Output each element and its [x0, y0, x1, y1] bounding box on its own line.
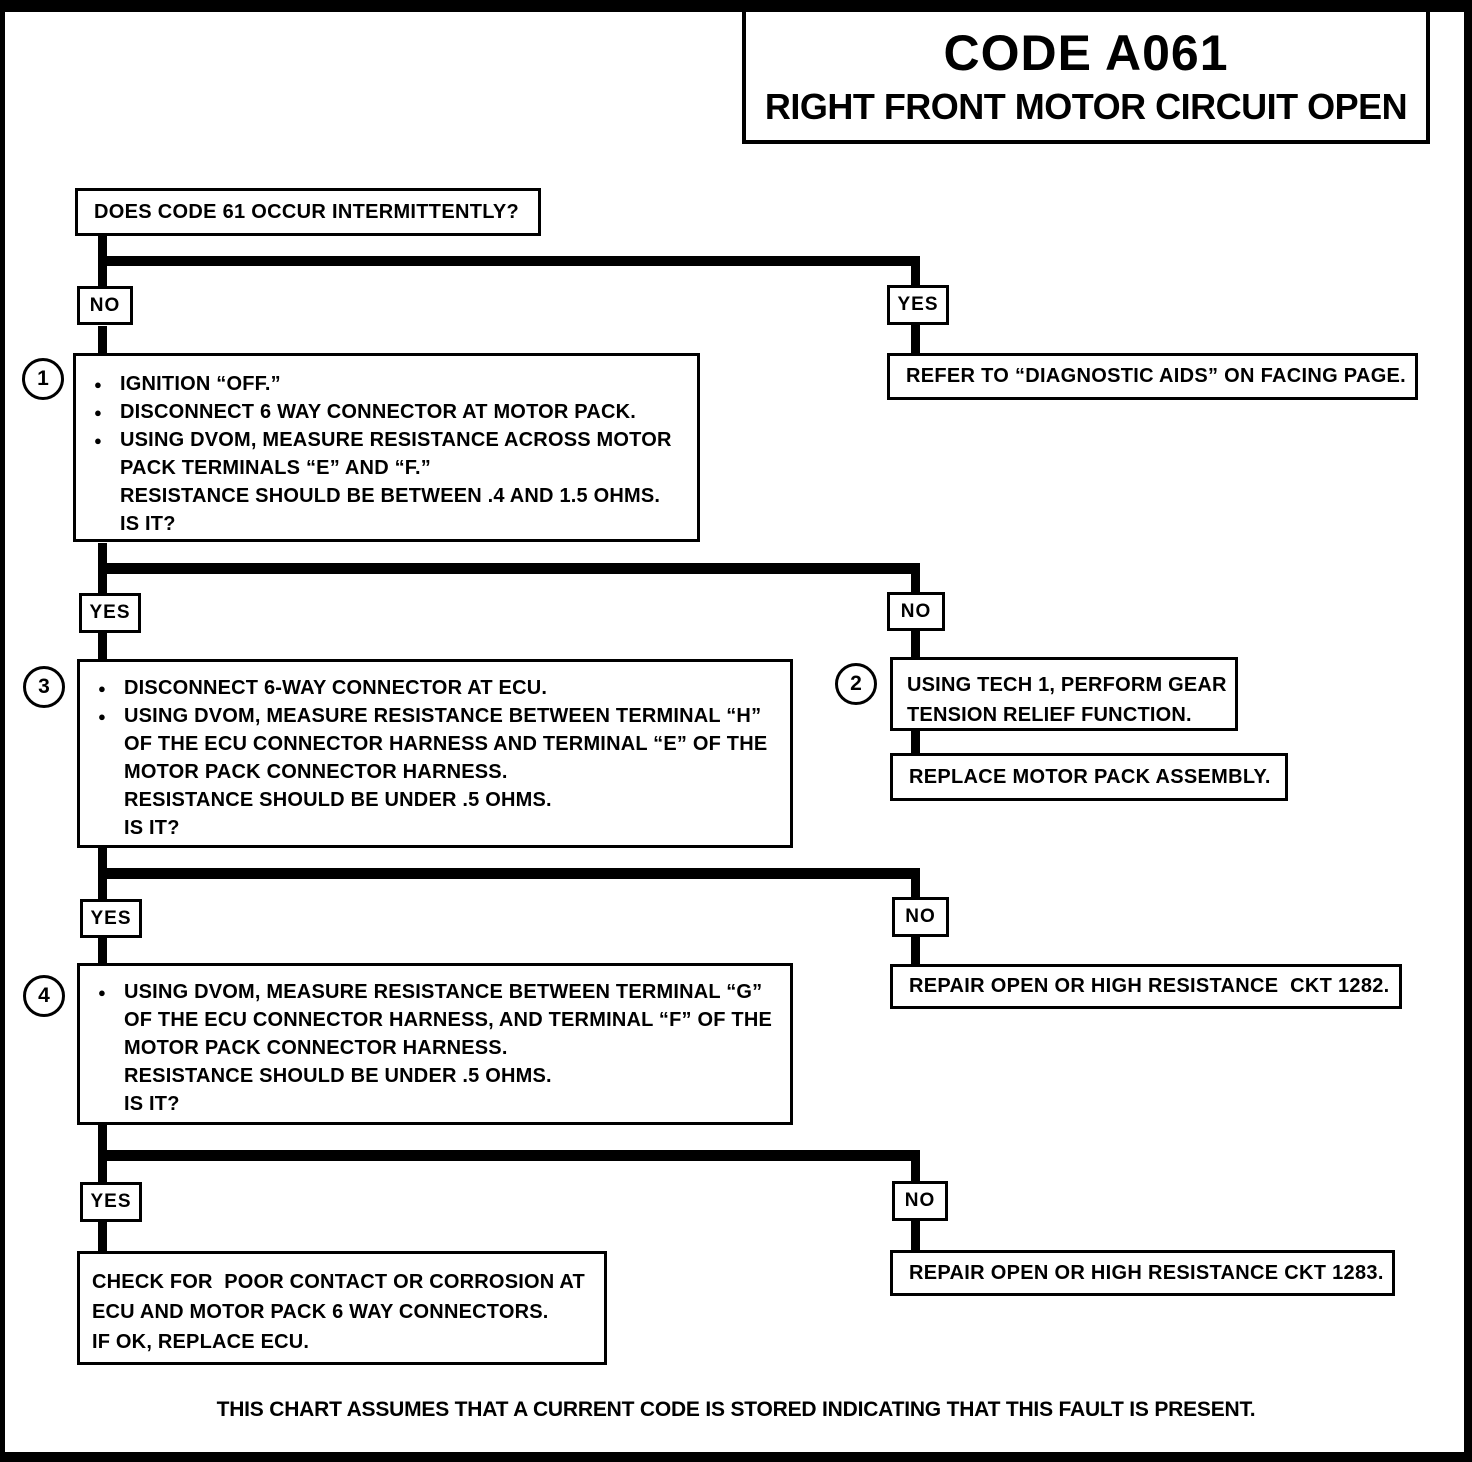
step1-line: USING DVOM, MEASURE RESISTANCE ACROSS MO… [120, 428, 672, 451]
connector-line [911, 1154, 920, 1182]
yes-label: YES [90, 907, 132, 929]
bullet-icon: ● [94, 376, 102, 392]
start-question-box: DOES CODE 61 OCCUR INTERMITTENTLY? [75, 188, 541, 236]
connector-line [911, 937, 920, 965]
yes-tag-2: YES [79, 593, 141, 633]
connector-line [911, 260, 920, 286]
step4-line: USING DVOM, MEASURE RESISTANCE BETWEEN T… [124, 980, 763, 1003]
no-label: NO [904, 1190, 936, 1211]
no-tag-3: NO [892, 897, 949, 937]
bullet-icon: ● [94, 404, 102, 420]
step2-line: TENSION RELIEF FUNCTION. [907, 703, 1192, 726]
step1-line: IGNITION “OFF.” [120, 372, 281, 395]
step1-line: IS IT? [120, 512, 176, 535]
yes-label: YES [90, 1191, 132, 1212]
connector-line [911, 325, 920, 354]
step3-number-circle: 3 [23, 666, 65, 708]
yes-label: YES [897, 294, 939, 315]
step1-line: PACK TERMINALS “E” AND “F.” [120, 456, 431, 479]
connector-line [98, 938, 107, 964]
connector-line [911, 872, 920, 898]
check-ecu-box: CHECK FOR POOR CONTACT OR CORROSION AT E… [77, 1251, 607, 1365]
step-number: 2 [850, 672, 862, 695]
no-tag-4: NO [892, 1181, 948, 1221]
connector-line [98, 1221, 107, 1252]
step3-line: RESISTANCE SHOULD BE UNDER .5 OHMS. [124, 788, 552, 811]
connector-line [911, 567, 920, 593]
footer-note: THIS CHART ASSUMES THAT A CURRENT CODE I… [216, 1398, 1256, 1421]
step-number: 4 [38, 984, 50, 1007]
step2-number-circle: 2 [835, 663, 877, 705]
step4-number-circle: 4 [23, 975, 65, 1017]
connector-line [98, 563, 920, 574]
page-subtitle: RIGHT FRONT MOTOR CIRCUIT OPEN [764, 86, 1408, 127]
step2-box: USING TECH 1, PERFORM GEAR TENSION RELIE… [890, 657, 1238, 731]
repair-ckt-1282-box: REPAIR OPEN OR HIGH RESISTANCE CKT 1282. [890, 964, 1402, 1009]
replace-motor-box: REPLACE MOTOR PACK ASSEMBLY. [890, 753, 1288, 801]
check-ecu-line: ECU AND MOTOR PACK 6 WAY CONNECTORS. [92, 1300, 549, 1323]
check-ecu-line: CHECK FOR POOR CONTACT OR CORROSION AT [92, 1270, 585, 1293]
no-label: NO [905, 906, 936, 927]
step1-number-circle: 1 [22, 358, 64, 400]
step3-line: OF THE ECU CONNECTOR HARNESS AND TERMINA… [124, 732, 768, 755]
connector-line [98, 633, 107, 660]
bullet-icon: ● [98, 708, 106, 724]
step1-line: RESISTANCE SHOULD BE BETWEEN .4 AND 1.5 … [120, 484, 661, 507]
yes-tag-4: YES [80, 1182, 142, 1222]
step4-line: MOTOR PACK CONNECTOR HARNESS. [124, 1036, 508, 1059]
step4-line: IS IT? [124, 1092, 180, 1115]
step3-line: USING DVOM, MEASURE RESISTANCE BETWEEN T… [124, 704, 762, 727]
step3-line: IS IT? [124, 816, 180, 839]
replace-motor-text: REPLACE MOTOR PACK ASSEMBLY. [909, 765, 1271, 788]
yes-tag-3: YES [80, 899, 142, 938]
repair-ckt-1283-text: REPAIR OPEN OR HIGH RESISTANCE CKT 1283. [909, 1261, 1384, 1284]
step2-line: USING TECH 1, PERFORM GEAR [907, 673, 1227, 696]
repair-ckt-1283-box: REPAIR OPEN OR HIGH RESISTANCE CKT 1283. [890, 1250, 1395, 1296]
step3-line: MOTOR PACK CONNECTOR HARNESS. [124, 760, 508, 783]
yes-tag-1: YES [887, 285, 949, 325]
connector-line [911, 1218, 920, 1251]
step4-line: OF THE ECU CONNECTOR HARNESS, AND TERMIN… [124, 1008, 773, 1031]
refer-aids-text: REFER TO “DIAGNOSTIC AIDS” ON FACING PAG… [906, 365, 1407, 387]
connector-line [98, 326, 107, 354]
step3-line: DISCONNECT 6-WAY CONNECTOR AT ECU. [124, 676, 548, 699]
step4-box: ● USING DVOM, MEASURE RESISTANCE BETWEEN … [77, 963, 793, 1125]
step4-line: RESISTANCE SHOULD BE UNDER .5 OHMS. [124, 1064, 552, 1087]
no-tag-2: NO [887, 592, 945, 631]
no-label: NO [900, 600, 932, 622]
bullet-icon: ● [94, 432, 102, 448]
connector-line [98, 868, 920, 879]
no-tag-1: NO [77, 286, 133, 325]
connector-line [911, 731, 920, 754]
title-box: CODE A061 RIGHT FRONT MOTOR CIRCUIT OPEN [742, 6, 1430, 144]
bullet-icon: ● [98, 984, 106, 1000]
bullet-icon: ● [98, 680, 106, 696]
yes-label: YES [89, 602, 131, 623]
page-title: CODE A061 [943, 25, 1229, 81]
step-number: 3 [38, 675, 50, 698]
connector-line [98, 256, 920, 266]
step1-box: ● IGNITION “OFF.” ● DISCONNECT 6 WAY CONNE… [73, 353, 700, 542]
refer-aids-box: REFER TO “DIAGNOSTIC AIDS” ON FACING PAG… [887, 353, 1418, 400]
step1-line: DISCONNECT 6 WAY CONNECTOR AT MOTOR PACK… [120, 400, 637, 423]
no-label: NO [89, 294, 121, 316]
step3-box: ● DISCONNECT 6-WAY CONNECTOR AT ECU. ● USI… [77, 659, 793, 848]
connector-line [911, 630, 920, 658]
step-number: 1 [37, 367, 49, 390]
connector-line [98, 1150, 920, 1161]
repair-ckt-1282-text: REPAIR OPEN OR HIGH RESISTANCE CKT 1282. [909, 975, 1390, 997]
check-ecu-line: IF OK, REPLACE ECU. [92, 1330, 310, 1353]
start-question-text: DOES CODE 61 OCCUR INTERMITTENTLY? [94, 200, 520, 223]
